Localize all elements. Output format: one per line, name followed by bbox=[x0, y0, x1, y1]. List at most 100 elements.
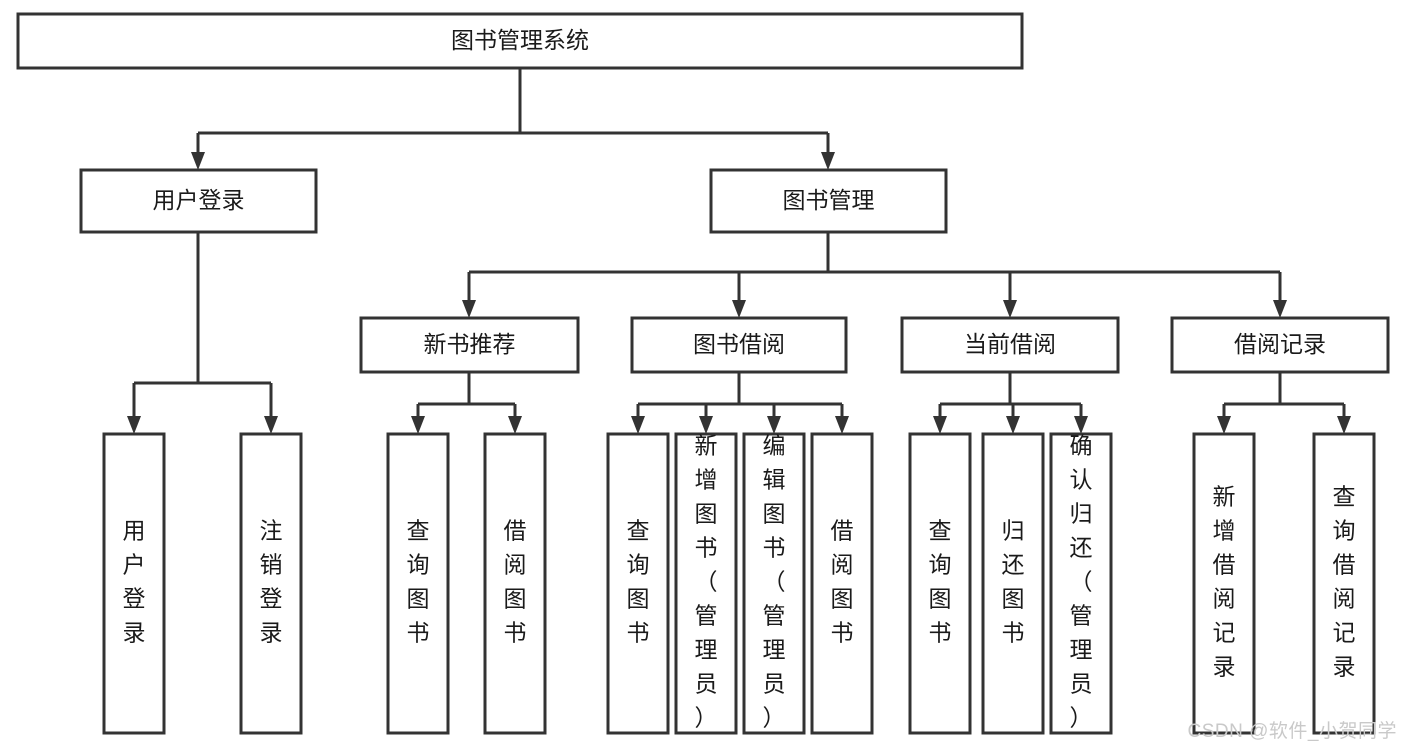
node-label: 借阅记录 bbox=[1234, 331, 1326, 357]
node-label-char: 图 bbox=[1002, 586, 1025, 612]
node-root[interactable]: 图书管理系统 bbox=[16, 12, 1024, 70]
node-label-char: 借 bbox=[504, 518, 527, 544]
arrow-head bbox=[264, 416, 278, 434]
node-label-char: 认 bbox=[1070, 467, 1093, 493]
node-label: 用户登录 bbox=[153, 187, 245, 213]
arrow-head bbox=[1003, 300, 1017, 318]
node-label-char: 归 bbox=[1002, 518, 1025, 544]
node-box[interactable] bbox=[908, 432, 972, 735]
node-box[interactable] bbox=[16, 12, 1024, 70]
arrow-head bbox=[1074, 416, 1088, 434]
node-label-char: 书 bbox=[929, 620, 952, 646]
node-label-char: 查 bbox=[1333, 484, 1356, 510]
arrow-head bbox=[1006, 416, 1020, 434]
node-level3[interactable]: 当前借阅 bbox=[900, 316, 1120, 374]
node-label-char: 图 bbox=[407, 586, 430, 612]
node-box[interactable] bbox=[1192, 432, 1256, 735]
node-label-char: 询 bbox=[627, 552, 650, 578]
arrow-head bbox=[699, 416, 713, 434]
node-label-char: 询 bbox=[929, 552, 952, 578]
connector-group bbox=[191, 68, 835, 170]
node-label-char: ） bbox=[695, 705, 718, 731]
node-label-char: 录 bbox=[1213, 654, 1236, 680]
node-box[interactable] bbox=[386, 432, 450, 735]
node-box[interactable] bbox=[359, 316, 580, 374]
arrow-head bbox=[767, 416, 781, 434]
node-label-char: 管 bbox=[763, 603, 786, 629]
node-label-char: 归 bbox=[1070, 501, 1093, 527]
node-box[interactable] bbox=[810, 432, 874, 735]
node-label-char: 书 bbox=[627, 620, 650, 646]
arrow-head bbox=[933, 416, 947, 434]
node-level3[interactable]: 借阅记录 bbox=[1170, 316, 1390, 374]
node-label-char: 登 bbox=[123, 586, 146, 612]
node-box[interactable] bbox=[1170, 316, 1390, 374]
node-level3[interactable]: 新书推荐 bbox=[359, 316, 580, 374]
node-label-char: 图 bbox=[627, 586, 650, 612]
node-box[interactable] bbox=[1312, 432, 1376, 735]
node-label-char: 用 bbox=[123, 518, 146, 544]
node-label-char: 辑 bbox=[763, 467, 786, 493]
node-label-char: 询 bbox=[1333, 518, 1356, 544]
node-label-char: 新 bbox=[1213, 484, 1236, 510]
node-level2[interactable]: 用户登录 bbox=[79, 168, 318, 234]
node-label-char: 书 bbox=[504, 620, 527, 646]
node-label-char: 询 bbox=[407, 552, 430, 578]
node-label-char: 确 bbox=[1070, 433, 1093, 459]
node-label-char: 还 bbox=[1070, 535, 1093, 561]
node-level2[interactable]: 图书管理 bbox=[709, 168, 948, 234]
node-label-char: 管 bbox=[695, 603, 718, 629]
node-box[interactable] bbox=[79, 168, 318, 234]
node-label-char: 录 bbox=[123, 620, 146, 646]
node-box[interactable] bbox=[483, 432, 547, 735]
node-label-char: （ bbox=[1070, 569, 1093, 595]
node-label-char: 书 bbox=[407, 620, 430, 646]
node-box[interactable] bbox=[674, 432, 738, 735]
node-label-char: 查 bbox=[929, 518, 952, 544]
node-label: 图书管理 bbox=[783, 187, 875, 213]
node-label-char: 增 bbox=[1213, 518, 1236, 544]
node-leaf[interactable]: 用户登录 bbox=[102, 432, 166, 735]
node-box[interactable] bbox=[1049, 432, 1113, 735]
node-box[interactable] bbox=[900, 316, 1120, 374]
node-label: 图书借阅 bbox=[693, 331, 785, 357]
node-label-char: 书 bbox=[1002, 620, 1025, 646]
node-label-char: 阅 bbox=[1213, 586, 1236, 612]
node-label-char: 员 bbox=[695, 671, 718, 697]
node-label-char: 注 bbox=[260, 518, 283, 544]
node-box[interactable] bbox=[606, 432, 670, 735]
node-label-char: 户 bbox=[123, 552, 146, 578]
node-label-char: ） bbox=[1070, 705, 1093, 731]
node-label-char: 图 bbox=[929, 586, 952, 612]
node-label-char: 书 bbox=[695, 535, 718, 561]
node-box[interactable] bbox=[709, 168, 948, 234]
connector-group bbox=[411, 372, 522, 434]
node-label: 新书推荐 bbox=[424, 331, 516, 357]
node-label-char: （ bbox=[763, 569, 786, 595]
node-box[interactable] bbox=[102, 432, 166, 735]
node-box[interactable] bbox=[630, 316, 848, 374]
node-box[interactable] bbox=[742, 432, 806, 735]
node-label-char: 理 bbox=[695, 637, 718, 663]
arrow-head bbox=[631, 416, 645, 434]
node-level3[interactable]: 图书借阅 bbox=[630, 316, 848, 374]
node-box[interactable] bbox=[981, 432, 1045, 735]
node-label-char: 员 bbox=[1070, 671, 1093, 697]
node-label-char: 借 bbox=[1213, 552, 1236, 578]
node-label-char: 销 bbox=[260, 552, 283, 578]
node-box[interactable] bbox=[239, 432, 303, 735]
